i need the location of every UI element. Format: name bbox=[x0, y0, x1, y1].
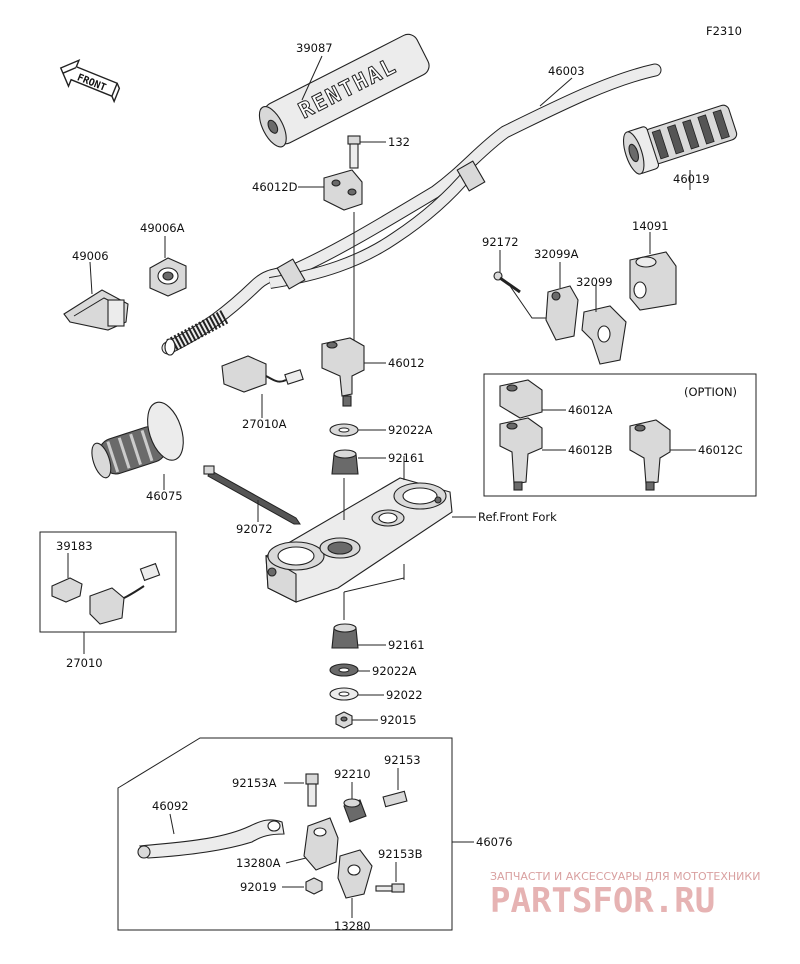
bolt-132 bbox=[347, 135, 361, 169]
label-39183: 39183 bbox=[56, 539, 93, 553]
label-92153B: 92153B bbox=[378, 847, 423, 861]
box-27010 bbox=[39, 531, 177, 633]
bushing-92161-top bbox=[331, 449, 359, 475]
label-92022A-bottom: 92022A bbox=[372, 664, 417, 678]
clamp-46012 bbox=[321, 337, 365, 407]
part-49006 bbox=[63, 289, 129, 331]
watermark-logo: PARTSFOR.RU bbox=[490, 881, 715, 921]
label-39087: 39087 bbox=[296, 41, 333, 55]
bolt-92153B bbox=[375, 883, 405, 893]
switch-27010A bbox=[221, 355, 304, 393]
label-46076: 46076 bbox=[476, 835, 513, 849]
label-46092: 46092 bbox=[152, 799, 189, 813]
grip-46075 bbox=[91, 401, 184, 479]
label-92022A-top: 92022A bbox=[388, 423, 433, 437]
bushing-92210 bbox=[343, 798, 367, 823]
perch-13280A bbox=[303, 817, 339, 871]
clamp-46012C bbox=[629, 419, 671, 491]
label-46012D: 46012D bbox=[252, 180, 298, 194]
throttle-grip bbox=[622, 104, 738, 175]
label-92153: 92153 bbox=[384, 753, 421, 767]
screw-92172 bbox=[493, 271, 521, 294]
label-46012B: 46012B bbox=[568, 443, 613, 457]
label-92015: 92015 bbox=[380, 713, 417, 727]
nut-92019 bbox=[305, 877, 323, 895]
box-46076 bbox=[117, 737, 453, 931]
label-92022: 92022 bbox=[386, 688, 423, 702]
option-box bbox=[483, 373, 757, 497]
clip-39183 bbox=[51, 577, 83, 603]
perch-13280 bbox=[337, 849, 373, 899]
label-92161-bottom: 92161 bbox=[388, 638, 425, 652]
label-46012C: 46012C bbox=[698, 443, 743, 457]
label-46003: 46003 bbox=[548, 64, 585, 78]
option-label: (OPTION) bbox=[684, 385, 737, 399]
clamp-46012A bbox=[499, 379, 543, 419]
bolt-92153A bbox=[305, 773, 319, 807]
label-92153A: 92153A bbox=[232, 776, 277, 790]
handlebar bbox=[161, 63, 662, 356]
label-46012A: 46012A bbox=[568, 403, 613, 417]
label-49006A: 49006A bbox=[140, 221, 185, 235]
cover-14091 bbox=[629, 251, 677, 311]
label-14091: 14091 bbox=[632, 219, 669, 233]
diagram-code: F2310 bbox=[706, 24, 742, 38]
switch-27010 bbox=[89, 562, 161, 625]
cable-tie-92072 bbox=[203, 465, 301, 525]
front-arrow-icon: FRONT bbox=[59, 58, 121, 104]
handlebar-pad: RENTHAL bbox=[258, 33, 430, 148]
bushing-92161-bottom bbox=[331, 623, 359, 649]
label-27010A: 27010A bbox=[242, 417, 287, 431]
label-92161-top: 92161 bbox=[388, 451, 425, 465]
ref-front-fork-label: Ref.Front Fork bbox=[478, 510, 557, 524]
label-92172: 92172 bbox=[482, 235, 519, 249]
clamp-32099 bbox=[581, 305, 627, 365]
clamp-46012D bbox=[323, 169, 363, 211]
clamp-32099A bbox=[545, 285, 579, 341]
triple-clamp bbox=[265, 477, 453, 603]
brake-lever bbox=[137, 819, 285, 859]
bolt-92153 bbox=[382, 790, 408, 808]
label-32099A: 32099A bbox=[534, 247, 579, 261]
label-132: 132 bbox=[388, 135, 410, 149]
label-46019: 46019 bbox=[673, 172, 710, 186]
label-46012: 46012 bbox=[388, 356, 425, 370]
label-49006: 49006 bbox=[72, 249, 109, 263]
label-32099: 32099 bbox=[576, 275, 613, 289]
label-92072: 92072 bbox=[236, 522, 273, 536]
label-13280A: 13280A bbox=[236, 856, 281, 870]
label-46075: 46075 bbox=[146, 489, 183, 503]
clamp-46012B bbox=[499, 417, 543, 491]
label-27010: 27010 bbox=[66, 656, 103, 670]
part-49006A bbox=[149, 257, 187, 297]
watermark-text: ЗАПЧАСТИ И АКСЕССУАРЫ ДЛЯ МОТОТЕХНИКИ bbox=[490, 870, 760, 883]
label-92019: 92019 bbox=[240, 880, 277, 894]
label-92210: 92210 bbox=[334, 767, 371, 781]
label-13280: 13280 bbox=[334, 919, 371, 933]
